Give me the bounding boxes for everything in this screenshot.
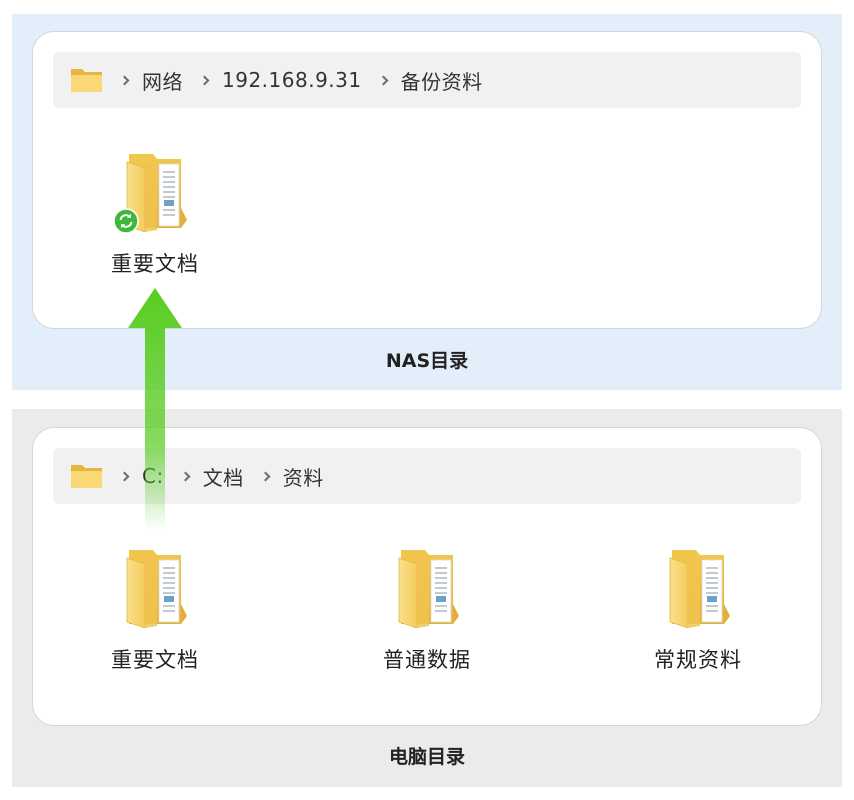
folder-icon — [395, 546, 459, 628]
up-arrow-icon — [128, 288, 182, 530]
breadcrumb-item[interactable]: 网络 — [142, 69, 183, 94]
pc-folder-general-materials[interactable]: 常规资料 — [623, 546, 773, 674]
nas-explorer-window: 网络 192.168.9.31 备份资料 — [32, 31, 822, 329]
nas-folder-important-docs[interactable]: 重要文档 — [80, 150, 230, 278]
folder-name: 常规资料 — [654, 648, 742, 672]
folder-icon — [113, 150, 187, 234]
pc-folder-important-docs[interactable]: 重要文档 — [80, 546, 230, 674]
nas-address-bar[interactable]: 网络 192.168.9.31 备份资料 — [53, 52, 801, 108]
chevron-right-icon — [119, 75, 130, 85]
nas-directory-label: NAS目录 — [385, 350, 469, 372]
folder-name: 重要文档 — [111, 648, 199, 672]
chevron-right-icon — [199, 75, 210, 85]
folder-name: 重要文档 — [111, 252, 199, 276]
breadcrumb-item[interactable]: 备份资料 — [400, 69, 483, 94]
sync-badge-icon — [113, 208, 139, 234]
breadcrumb-item[interactable]: 192.168.9.31 — [222, 68, 362, 92]
folder-name: 普通数据 — [383, 648, 471, 672]
pc-address-bar[interactable]: C: 文档 资料 — [53, 448, 801, 504]
chevron-right-icon — [378, 75, 389, 85]
folder-icon — [70, 67, 103, 93]
folder-icon — [123, 546, 187, 628]
pc-directory-label: 电脑目录 — [388, 746, 465, 768]
folder-icon — [666, 546, 730, 628]
pc-folder-normal-data[interactable]: 普通数据 — [352, 546, 502, 674]
folder-icon — [70, 463, 103, 489]
breadcrumb-item[interactable]: 资料 — [282, 465, 324, 490]
chevron-right-icon — [260, 471, 271, 481]
breadcrumb-item[interactable]: 文档 — [202, 465, 244, 490]
